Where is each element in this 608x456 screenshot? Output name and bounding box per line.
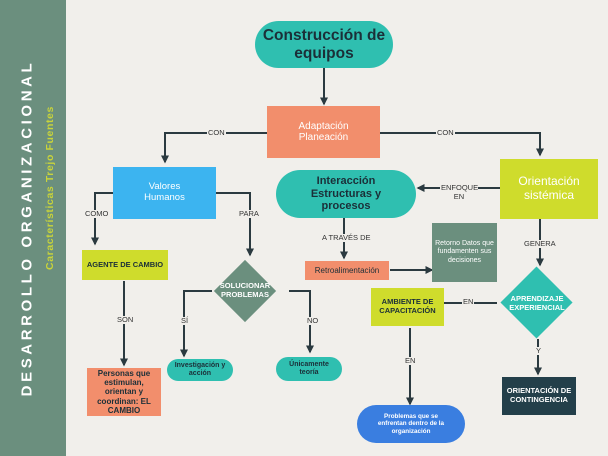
- label-con-right: CON: [436, 128, 455, 137]
- connector-solucionar-unicamente: [289, 290, 314, 354]
- label-si: SÍ: [180, 316, 190, 325]
- node-retroalimentacion: Retroalimentación: [305, 261, 389, 280]
- connector-valores-agente: [91, 192, 113, 246]
- node-interaccion-estructuras-procesos: Interacción Estructuras y procesos: [276, 170, 416, 218]
- label-y: Y: [535, 346, 543, 355]
- node-orientacion-sistemica: Orientación sistémica: [500, 159, 598, 219]
- label-enfoque-en: ENFOQUE EN: [440, 183, 479, 202]
- label-a-traves-de: A TRAVÉS DE: [321, 233, 372, 242]
- connector-adaptacion-orientacion: [380, 132, 544, 157]
- connector-solucionar-investigacion: [180, 290, 212, 358]
- node-agente-de-cambio: AGENTE DE CAMBIO: [82, 250, 168, 280]
- node-unicamente-teoria: Únicamente teoría: [276, 357, 342, 381]
- node-valores-humanos: Valores Humanos: [113, 167, 216, 219]
- sidebar: DESARROLLO ORGANIZACIONAL Característica…: [0, 0, 66, 456]
- node-retorno-datos: Retorno Datos que fundamenten sus decisi…: [432, 223, 497, 282]
- label-en-left: EN: [462, 297, 475, 306]
- label-como: COMO: [84, 209, 110, 218]
- label-en-down: EN: [404, 356, 417, 365]
- label-solucionar-problemas: SOLUCIONAR PROBLEMAS: [219, 281, 271, 299]
- node-problemas-organizacion: Problemas que se enfrentan dentro de la …: [357, 405, 465, 443]
- node-orientacion-de-contingencia: ORIENTACIÓN DE CONTINGENCIA: [502, 377, 576, 415]
- label-para: PARA: [238, 209, 260, 218]
- label-genera: GENERA: [523, 239, 557, 248]
- label-no: NO: [306, 316, 320, 325]
- node-personas-que-estimulan: Personas que estimulan, orientan y coord…: [87, 368, 161, 416]
- label-son: SON: [116, 315, 135, 324]
- label-aprendizaje-experiencial: APRENDIZAJE EXPERIENCIAL: [509, 294, 565, 312]
- label-con-left: CON: [207, 128, 226, 137]
- node-investigacion-y-accion: Investigación y acción: [167, 359, 233, 381]
- node-construccion-de-equipos: Construcción de equipos: [255, 21, 393, 68]
- node-ambiente-de-capacitacion: AMBIENTE DE CAPACITACIÓN: [371, 288, 444, 326]
- connector-valores-solucionar: [216, 192, 254, 257]
- connector-adaptacion-valores: [161, 132, 267, 164]
- node-adaptacion-planeacion: Adaptación Planeación: [267, 106, 380, 158]
